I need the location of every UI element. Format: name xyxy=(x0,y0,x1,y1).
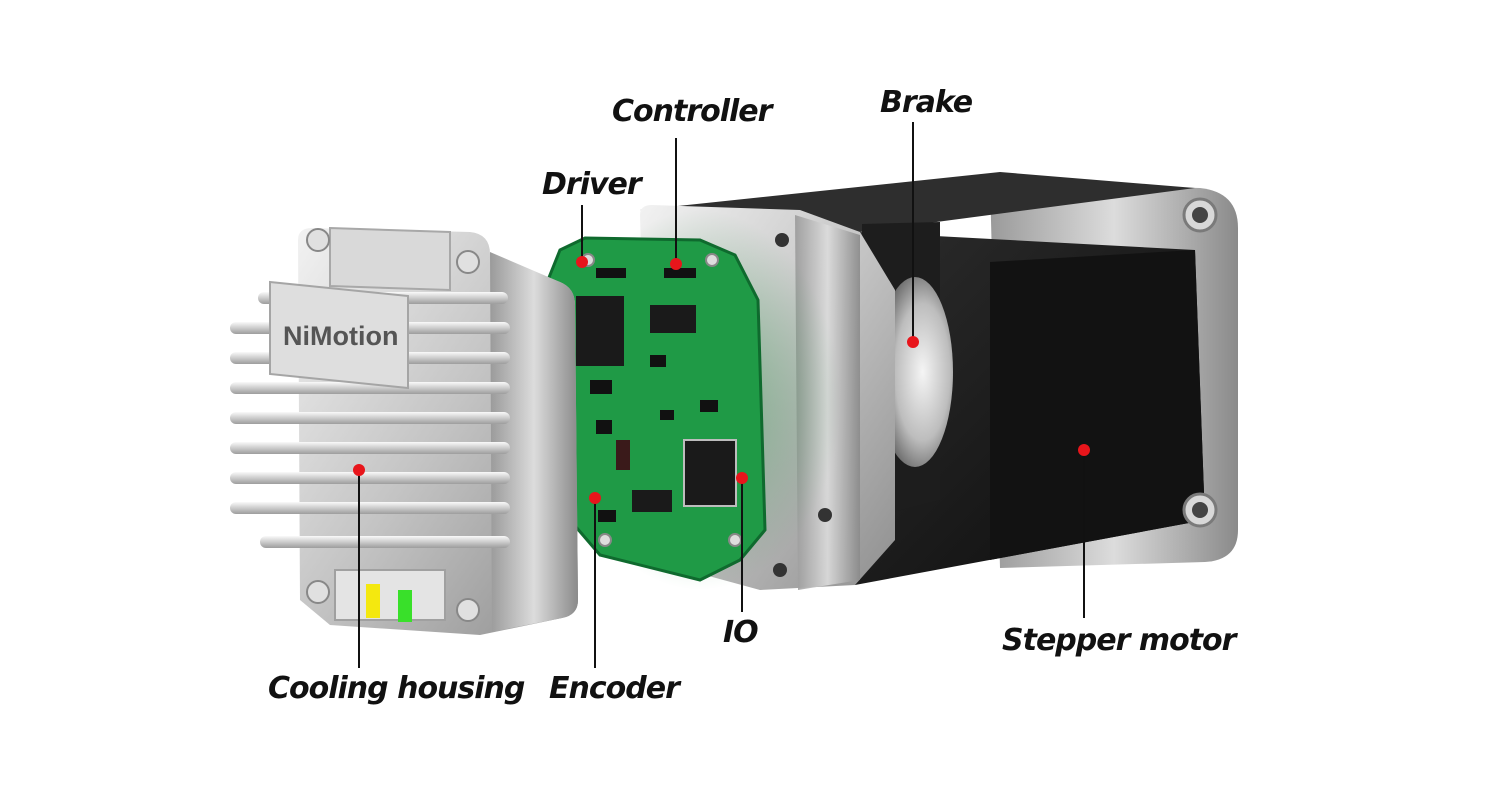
label-stepper-motor: Stepper motor xyxy=(1002,623,1236,658)
housing-top-block xyxy=(329,226,451,292)
smd-part xyxy=(598,510,616,522)
front-mount-hole xyxy=(773,563,787,577)
rear-mount-hole-inner xyxy=(1192,502,1208,518)
cooling-fin xyxy=(260,536,510,548)
marker-io xyxy=(736,472,748,484)
cooling-fin xyxy=(230,382,510,394)
smd-part xyxy=(650,355,666,367)
screw-icon xyxy=(456,250,480,274)
brand-logo-text: NiMotion xyxy=(283,321,398,351)
smd-part xyxy=(590,380,612,394)
connector xyxy=(664,268,696,278)
led-green xyxy=(398,590,412,622)
rear-mount-hole-inner xyxy=(1192,207,1208,223)
screw-icon xyxy=(306,228,330,252)
pcb-mount-hole xyxy=(705,253,719,267)
label-brake: Brake xyxy=(880,85,973,120)
brake-disc xyxy=(877,277,953,467)
capacitor xyxy=(616,440,630,470)
screw-icon xyxy=(456,598,480,622)
pcb-mount-hole xyxy=(728,533,742,547)
led-yellow xyxy=(366,584,380,618)
label-driver: Driver xyxy=(542,167,642,202)
front-mount-hole xyxy=(818,508,832,522)
smd-part xyxy=(660,410,674,420)
label-cooling-housing: Cooling housing xyxy=(268,671,525,706)
screw-icon xyxy=(306,580,330,604)
marker-encoder xyxy=(589,492,601,504)
leader-lines xyxy=(358,122,1085,668)
cooling-fin xyxy=(230,502,510,514)
label-io: IO xyxy=(723,615,759,650)
connector-block xyxy=(334,569,446,621)
controller-chip xyxy=(650,305,696,333)
housing-side xyxy=(490,252,578,632)
cooling-fin xyxy=(230,442,510,454)
io-mcu-chip xyxy=(683,439,737,507)
marker-driver xyxy=(576,256,588,268)
callout-markers xyxy=(353,256,1090,504)
encoder-chip xyxy=(632,490,672,512)
label-encoder: Encoder xyxy=(549,671,680,706)
driver-chip xyxy=(576,296,624,366)
motor-side-face xyxy=(990,250,1205,560)
cooling-housing xyxy=(230,226,578,635)
marker-stepper-motor xyxy=(1078,444,1090,456)
cooling-fin xyxy=(230,412,510,424)
cooling-fin xyxy=(230,472,510,484)
connector xyxy=(596,268,626,278)
marker-controller xyxy=(670,258,682,270)
label-controller: Controller xyxy=(612,94,772,129)
smd-part xyxy=(700,400,718,412)
brand-plate xyxy=(269,280,409,390)
smd-part xyxy=(596,420,612,434)
marker-brake xyxy=(907,336,919,348)
pcb-mount-hole xyxy=(598,533,612,547)
marker-cooling-housing xyxy=(353,464,365,476)
